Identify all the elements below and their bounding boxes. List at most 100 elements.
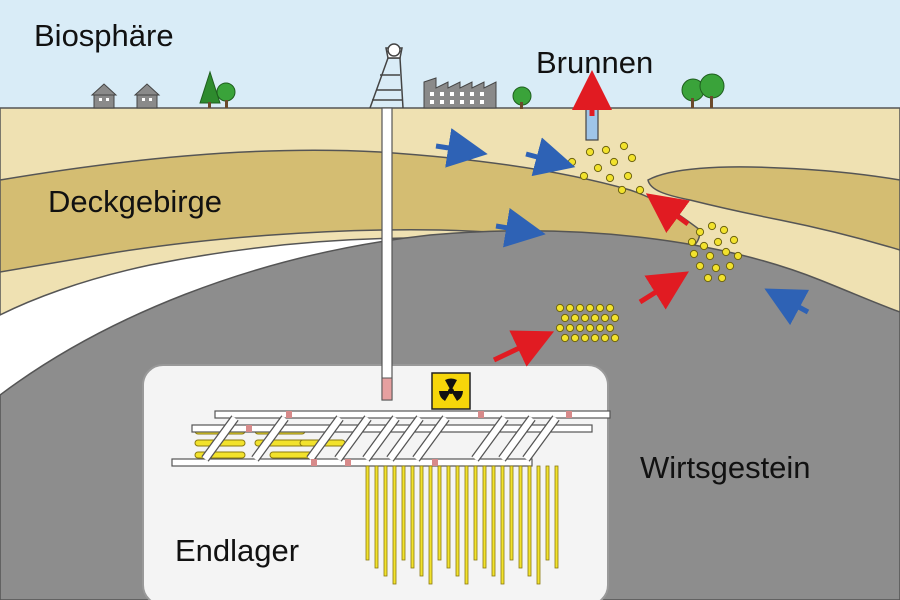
blue-arrow — [525, 137, 576, 177]
radionuclide-particle — [560, 333, 570, 343]
radionuclide-particle — [610, 333, 620, 343]
radionuclide-particle — [719, 225, 729, 235]
radionuclide-particle — [580, 313, 590, 323]
radionuclide-particle — [617, 185, 627, 195]
tunnel-seal — [566, 411, 572, 418]
radionuclide-particle — [711, 263, 721, 273]
shaft-seal — [381, 377, 393, 401]
radionuclide-particle — [605, 303, 615, 313]
deposition-borehole — [428, 465, 433, 585]
radionuclide-particle — [555, 303, 565, 313]
radionuclide-particle — [605, 173, 615, 183]
tree-icon — [512, 86, 532, 109]
deposition-borehole — [527, 465, 532, 577]
deposition-borehole — [446, 465, 451, 569]
tunnel-connector-fill — [499, 416, 535, 461]
radionuclide-particle — [590, 313, 600, 323]
deposition-borehole — [518, 465, 523, 569]
radionuclide-particle — [610, 313, 620, 323]
red-arrow — [492, 330, 555, 367]
deposition-borehole — [455, 465, 460, 577]
tunnel-connector-fill — [202, 416, 238, 461]
radionuclide-particle — [555, 323, 565, 333]
tunnel-connector-fill — [472, 416, 508, 461]
tunnel-connector-fill — [523, 416, 559, 461]
tunnel-connector-fill — [363, 416, 399, 461]
blue-arrow — [435, 128, 488, 168]
radionuclide-particle — [717, 273, 727, 283]
radionuclide-particle — [585, 323, 595, 333]
radionuclide-particle — [619, 141, 629, 151]
radionuclide-particle — [567, 157, 577, 167]
radionuclide-particle — [695, 261, 705, 271]
radionuclide-particle — [579, 171, 589, 181]
deposition-borehole — [536, 465, 541, 585]
radionuclide-particle — [721, 247, 731, 257]
radionuclide-particle — [590, 333, 600, 343]
contaminant-flow-arrows — [492, 70, 690, 367]
radionuclide-particle — [585, 147, 595, 157]
radionuclide-particle — [703, 273, 713, 283]
deposition-borehole — [437, 465, 442, 561]
radionuclide-particle — [600, 333, 610, 343]
tunnel-seal — [246, 425, 252, 432]
tunnel-connector-fill — [252, 416, 288, 461]
radionuclide-particle — [585, 303, 595, 313]
tunnel-seal — [432, 459, 438, 466]
house-icon — [90, 83, 118, 109]
radionuclide-particle — [565, 303, 575, 313]
radionuclide-particle — [575, 303, 585, 313]
radionuclide-particle — [687, 237, 697, 247]
tunnel-connector-fill — [413, 416, 449, 461]
tunnel-drift — [171, 458, 533, 467]
deposition-borehole — [392, 465, 397, 585]
tunnel-seal — [286, 411, 292, 418]
blue-arrow — [764, 288, 810, 326]
radionuclide-particle — [565, 323, 575, 333]
deposition-borehole — [410, 465, 415, 569]
deposition-borehole — [491, 465, 496, 577]
radionuclide-particles — [555, 141, 743, 343]
deposition-borehole — [365, 465, 370, 561]
tunnel-connector-fill — [307, 416, 343, 461]
radionuclide-particle — [695, 227, 705, 237]
radionuclide-particle — [580, 333, 590, 343]
radionuclide-particle — [733, 251, 743, 261]
tunnel-connector-fill — [335, 416, 371, 461]
radionuclide-particle — [623, 171, 633, 181]
overburden-tongue — [647, 166, 900, 251]
deposition-borehole — [509, 465, 514, 561]
deposition-borehole — [500, 465, 505, 585]
tree-icon — [199, 70, 236, 108]
deposition-borehole — [383, 465, 388, 577]
tree-icon — [681, 73, 725, 108]
radionuclide-particle — [635, 185, 645, 195]
deposition-borehole — [464, 465, 469, 585]
tunnel-seal — [345, 459, 351, 466]
radionuclide-particle — [699, 241, 709, 251]
deposition-borehole — [401, 465, 406, 561]
radionuclide-particle — [689, 249, 699, 259]
factory-icon — [423, 77, 497, 109]
deposition-borehole — [554, 465, 559, 569]
label-biosphere: Biosphäre — [34, 18, 174, 53]
deposition-borehole — [374, 465, 379, 569]
repository-tunnels — [171, 410, 611, 585]
shaft — [381, 107, 393, 401]
blue-arrow — [495, 207, 546, 248]
radionuclide-particle — [609, 157, 619, 167]
radionuclide-particle — [601, 145, 611, 155]
radionuclide-particle — [595, 323, 605, 333]
radionuclide-particle — [595, 303, 605, 313]
radionuclide-particle — [627, 153, 637, 163]
radionuclide-particle — [605, 323, 615, 333]
radionuclide-particle — [705, 251, 715, 261]
radionuclide-particle — [575, 323, 585, 333]
radionuclide-particle — [725, 261, 735, 271]
deposition-borehole — [419, 465, 424, 577]
radionuclide-particle — [729, 235, 739, 245]
groundwater-flow-arrows — [435, 128, 810, 326]
deposition-borehole — [482, 465, 487, 569]
tunnel-seal — [478, 411, 484, 418]
